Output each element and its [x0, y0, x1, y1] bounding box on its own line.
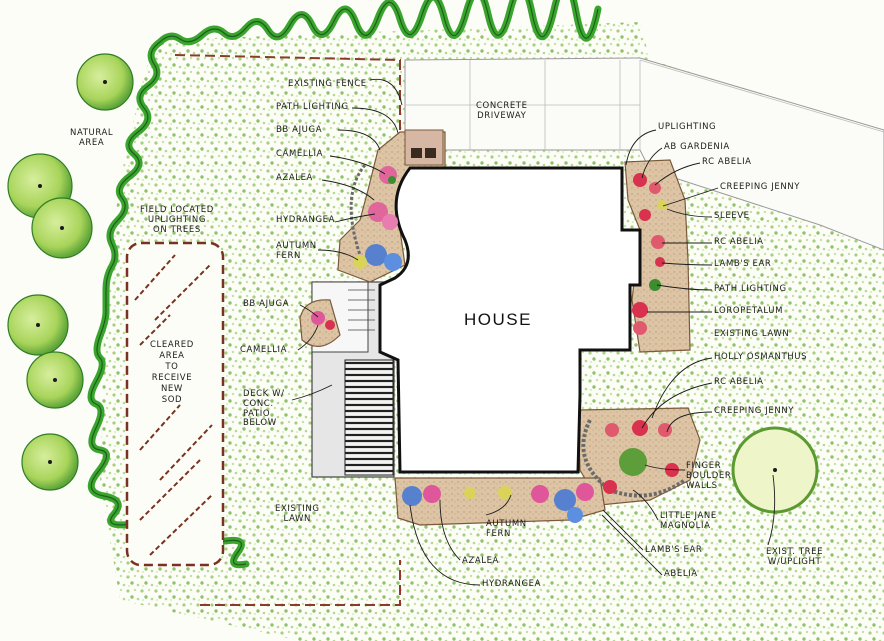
house-footprint [378, 166, 642, 474]
label-camellia-mid: CAMELLIA [240, 345, 288, 355]
driveway [404, 57, 884, 251]
label-bb-ajuga-top: BB AJUGA [276, 125, 323, 135]
label-existing-lawn-right: EXISTING LAWN [714, 329, 790, 339]
cleared-area [125, 241, 225, 567]
label-rc-abelia-2: RC ABELIA [714, 237, 764, 247]
label-loropetalum: LOROPETALUM [714, 306, 784, 316]
label-holly-osmanthus: HOLLY OSMANTHUS [714, 352, 808, 362]
tree-centers [36, 80, 777, 472]
label-ab-gardenia: AB GARDENIA [664, 142, 730, 152]
label-camellia-top: CAMELLIA [276, 149, 324, 159]
label-sleeve: SLEEVE [714, 211, 750, 221]
label-abelia: ABELIA [664, 569, 698, 579]
label-lambs-ear-right: LAMB'S EAR [714, 259, 772, 269]
label-path-lighting-right: PATH LIGHTING [714, 284, 787, 294]
label-uplighting: UPLIGHTING [658, 122, 717, 132]
label-creeping-jenny-1: CREEPING JENNY [720, 182, 801, 192]
flowers [311, 166, 679, 523]
label-creeping-jenny-2: CREEPING JENNY [714, 406, 795, 416]
label-existing-fence: EXISTING FENCE [288, 79, 367, 89]
label-rc-abelia-1: RC ABELIA [702, 157, 752, 167]
label-path-lighting-top: PATH LIGHTING [276, 102, 349, 112]
label-hydrangea-top: HYDRANGEA [276, 215, 336, 225]
label-azalea-top: AZALEA [276, 173, 313, 183]
label-hydrangea-bottom: HYDRANGEA [482, 579, 542, 589]
leader-lines [291, 78, 776, 586]
fence-line [174, 54, 401, 606]
label-bb-ajuga-mid: BB AJUGA [243, 299, 290, 309]
driveway-joints [405, 59, 884, 150]
deck-stairs [344, 359, 394, 476]
label-azalea-bottom: AZALEA [462, 556, 499, 566]
house-label: HOUSE [464, 310, 532, 329]
sod-hatching [134, 254, 213, 556]
label-lambs-ear-bottom: LAMB'S EAR [645, 545, 703, 555]
label-rc-abelia-3: RC ABELIA [714, 377, 764, 387]
